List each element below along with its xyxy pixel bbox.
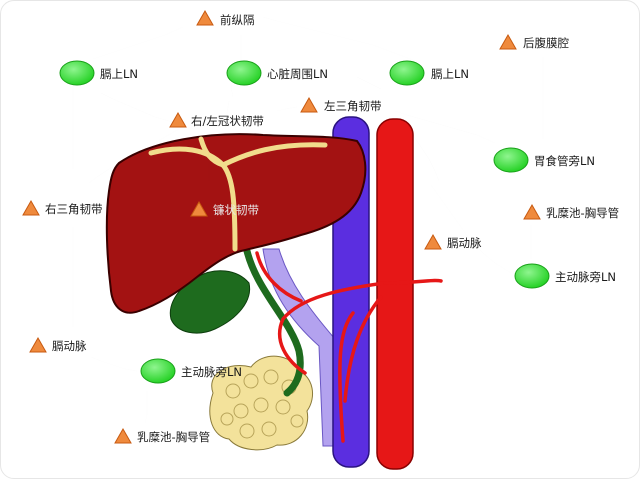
triangle-phrenic-left (29, 336, 47, 353)
label-coronary-ligament: 右/左冠状韧带 (191, 114, 264, 128)
pancreas-lobules (220, 369, 304, 439)
triangle-right-triangular (22, 199, 40, 216)
label-right-triangular: 右三角韧带 (45, 202, 103, 216)
ln-pericardial (226, 60, 262, 86)
ln-diaphragm-left (59, 60, 95, 86)
triangle-left-triangular (300, 96, 318, 113)
label-phrenic-artery-right: 膈动脉 (447, 236, 482, 250)
ln-para-aortic-right (514, 263, 550, 289)
ln-paraesophageal (493, 147, 529, 173)
triangle-coronary (169, 111, 187, 128)
label-paraesophageal-ln: 胃食管旁LN (534, 154, 596, 168)
label-cisterna-chyli-right: 乳糜池-胸导管 (546, 206, 620, 220)
label-left-triangular: 左三角韧带 (324, 99, 382, 113)
triangle-falciform (190, 200, 208, 217)
hepatic-arteries (255, 251, 443, 443)
label-retroperitoneum: 后腹膜腔 (523, 36, 569, 50)
label-para-aortic-ln-right: 主动脉旁LN (555, 270, 617, 284)
pancreas (209, 355, 314, 451)
triangle-cisterna-right (523, 203, 541, 220)
gallbladder (169, 270, 251, 334)
label-cisterna-chyli-left: 乳糜池-胸导管 (137, 430, 211, 444)
ln-para-aortic-left (140, 358, 176, 384)
bile-duct (243, 247, 304, 397)
triangle-phrenic-right (424, 233, 442, 250)
label-pericardial-ln: 心脏周围LN (267, 67, 329, 81)
lymph-flow-arrows (72, 16, 544, 424)
label-diaphragm-ln-left: 膈上LN (100, 67, 139, 81)
aorta (376, 118, 414, 470)
triangle-mediastinum (196, 9, 214, 26)
label-phrenic-artery-left: 膈动脉 (52, 339, 87, 353)
triangle-cisterna-left (114, 427, 132, 444)
label-mediastinum: 前纵隔 (220, 13, 255, 27)
ligament-markers (22, 9, 541, 444)
ln-diaphragm-right (389, 60, 425, 86)
lymph-nodes (59, 60, 550, 384)
label-falciform: 镰状韧带 (213, 203, 259, 217)
label-diaphragm-ln-right: 膈上LN (431, 67, 470, 81)
label-para-aortic-ln-left: 主动脉旁LN (181, 365, 243, 379)
triangle-retroperitoneum (499, 33, 517, 50)
